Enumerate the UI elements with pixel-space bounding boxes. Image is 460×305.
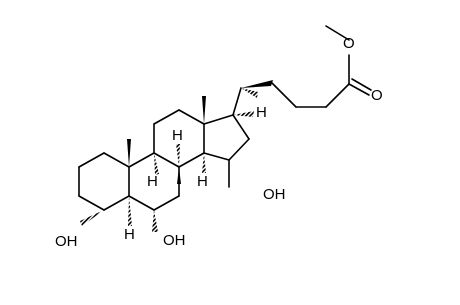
bond bbox=[78, 152, 105, 168]
hydroxyl-15-label: OH bbox=[263, 186, 286, 203]
hydroxyl-7-label: OH bbox=[163, 232, 186, 249]
hash-bond bbox=[241, 88, 258, 98]
bond bbox=[178, 152, 205, 168]
hash-bond bbox=[128, 196, 132, 226]
hash-bond bbox=[152, 210, 158, 232]
hash-bond bbox=[202, 153, 206, 173]
bond bbox=[325, 25, 350, 41]
bond bbox=[351, 78, 372, 91]
bond-layer bbox=[78, 25, 372, 211]
bond bbox=[153, 152, 180, 168]
bond bbox=[153, 195, 180, 211]
bond bbox=[203, 152, 230, 161]
h-14-label: H bbox=[197, 173, 208, 190]
bond bbox=[232, 87, 242, 116]
bond bbox=[78, 195, 105, 211]
wedge-bond bbox=[177, 167, 181, 184]
h-9-label: H bbox=[147, 173, 158, 190]
hash-bond bbox=[233, 111, 254, 117]
bond bbox=[271, 82, 297, 108]
hydroxyl-3-label: OH bbox=[55, 233, 78, 250]
bond bbox=[153, 109, 180, 125]
hash-bond bbox=[80, 210, 104, 226]
h-17-label: H bbox=[256, 104, 267, 121]
bond bbox=[128, 195, 155, 211]
bond bbox=[203, 114, 234, 125]
wedge-bond bbox=[202, 96, 206, 124]
atom-label-layer: O O OH OH OH H H H H H bbox=[55, 35, 383, 250]
bond bbox=[228, 138, 250, 161]
bond bbox=[103, 195, 130, 211]
bond bbox=[178, 109, 205, 125]
h-8-label: H bbox=[172, 127, 183, 144]
wedge-bond bbox=[127, 139, 131, 167]
bond bbox=[348, 83, 370, 96]
hash-bond bbox=[154, 153, 159, 175]
carbonyl-oxygen-label: O bbox=[371, 87, 383, 104]
bond bbox=[128, 152, 155, 168]
bond bbox=[325, 83, 350, 108]
stereo-bond-layer bbox=[80, 80, 273, 232]
wedge-bond bbox=[241, 80, 273, 88]
bond bbox=[232, 114, 250, 140]
bond bbox=[103, 152, 130, 168]
ester-oxygen-label: O bbox=[343, 35, 355, 52]
h-5-label: H bbox=[124, 226, 135, 243]
hash-bond bbox=[176, 144, 180, 167]
